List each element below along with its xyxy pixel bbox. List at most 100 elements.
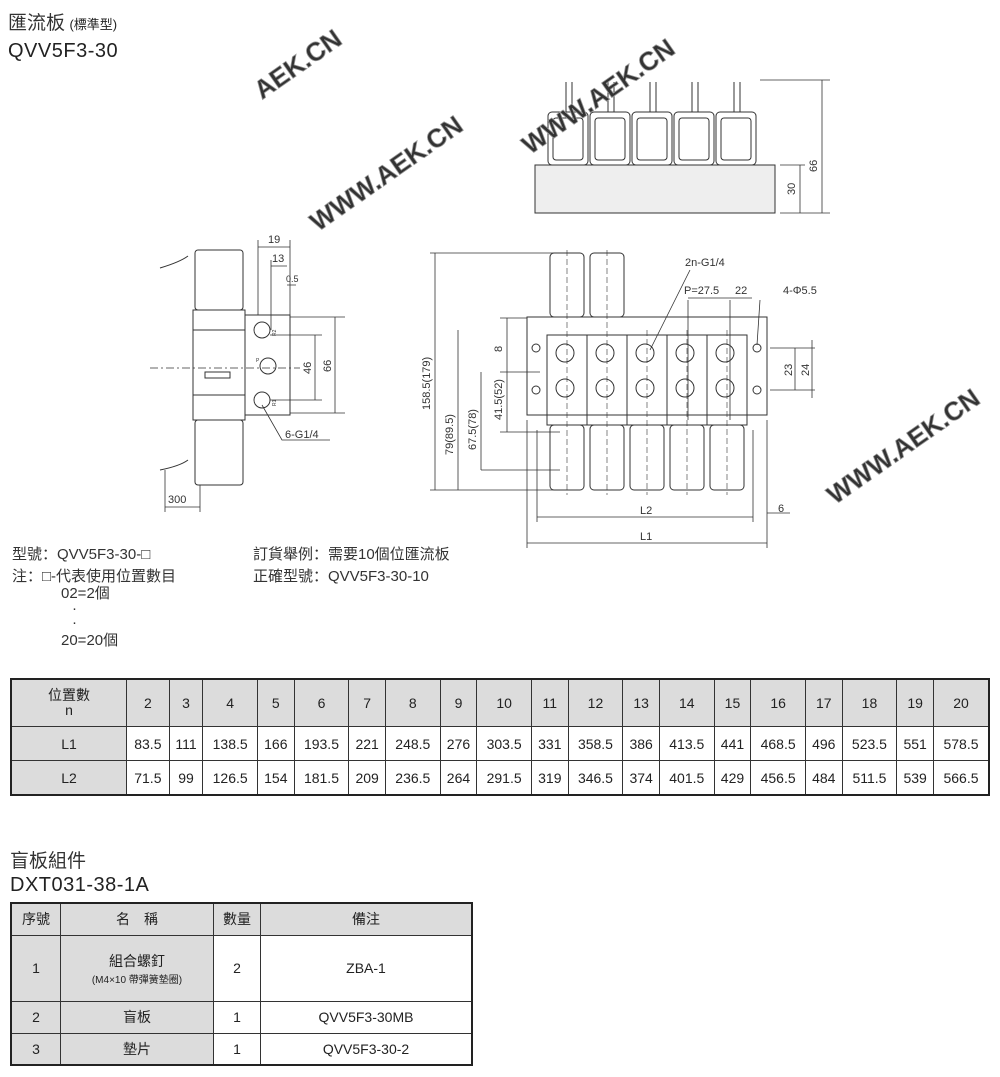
dim-L1: L1 — [640, 531, 652, 543]
n-cell: 5 — [256, 678, 295, 727]
correct-model: 正確型號：QVV5F3-30-10 — [253, 568, 429, 585]
value-cell: 193.5 — [293, 726, 350, 761]
table-header-row: 位置數 n 2 3 4 5 6 7 8 9 10 11 12 13 14 15 … — [10, 678, 990, 727]
order-example: 訂貨舉例：需要10個位匯流板 — [253, 546, 450, 563]
n-cell: 15 — [713, 678, 752, 727]
value-cell: 71.5 — [126, 760, 170, 796]
watermark: WWW.AEK.CN — [821, 383, 985, 510]
dim-6: 6 — [778, 503, 784, 515]
value-cell: 468.5 — [750, 726, 806, 761]
n-cell: 19 — [896, 678, 935, 727]
n-cell: 9 — [439, 678, 478, 727]
range-end: 20=20個 — [61, 632, 119, 649]
parts-header-row: 序號 名 稱 數量 備注 — [10, 902, 473, 936]
row-label: L1 — [10, 726, 127, 761]
value-cell: 413.5 — [659, 726, 715, 761]
n-cell: 20 — [933, 678, 990, 727]
top-dim-30: 30 — [786, 183, 798, 195]
side-dim-300: 300 — [168, 494, 186, 506]
n-cell: 16 — [750, 678, 806, 727]
value-cell: 346.5 — [567, 760, 624, 796]
front-view: 2n-G1/4 P=27.5 22 4-Φ5.5 158.5(179) 79(8… — [421, 250, 817, 548]
dim-L2: L2 — [640, 505, 652, 517]
technical-drawing: 30 66 19 13 0.5 46 66 6-G1/4 300 R2 P R1 — [150, 23, 986, 548]
value-cell: 83.5 — [126, 726, 170, 761]
part-no: 3 — [10, 1032, 61, 1066]
n-cell: 10 — [476, 678, 532, 727]
part-name: 組合螺釘 (M4×10 帶彈簧墊圈) — [60, 934, 214, 1002]
dim-41-5: 41.5(52) — [493, 379, 505, 420]
col-qty: 數量 — [213, 902, 261, 936]
value-cell: 551 — [896, 726, 935, 761]
n-cell: 17 — [804, 678, 843, 727]
top-valves — [547, 82, 757, 166]
value-cell: 248.5 — [385, 726, 441, 761]
part-remark: ZBA-1 — [260, 934, 473, 1002]
part-no: 1 — [10, 934, 61, 1002]
side-dim-46: 46 — [302, 362, 314, 374]
parts-row: 1 組合螺釘 (M4×10 帶彈簧墊圈) 2 ZBA-1 — [10, 934, 473, 1002]
part-no: 2 — [10, 1000, 61, 1034]
side-dim-0-5: 0.5 — [286, 274, 299, 284]
value-cell: 566.5 — [933, 760, 990, 796]
n-cell: 4 — [202, 678, 258, 727]
side-view: 19 13 0.5 46 66 6-G1/4 300 R2 P R1 — [150, 234, 345, 512]
value-cell: 319 — [530, 760, 569, 796]
value-cell: 303.5 — [476, 726, 532, 761]
part-remark: QVV5F3-30-2 — [260, 1032, 473, 1066]
dim-79: 79(89.5) — [444, 414, 456, 455]
col-remark: 備注 — [260, 902, 473, 936]
range-dot: · — [72, 614, 77, 631]
value-cell: 429 — [713, 760, 752, 796]
watermark: AEK.CN — [248, 23, 347, 105]
n-cell: 7 — [348, 678, 387, 727]
dim-67-5: 67.5(78) — [467, 409, 479, 450]
value-cell: 264 — [439, 760, 478, 796]
part-name-sub: (M4×10 帶彈簧墊圈) — [91, 974, 183, 986]
port-label-2n: 2n-G1/4 — [685, 257, 725, 269]
dim-23: 23 — [783, 364, 795, 376]
col-no: 序號 — [10, 902, 61, 936]
parts-table: 序號 名 稱 數量 備注 1 組合螺釘 (M4×10 帶彈簧墊圈) 2 ZBA-… — [10, 902, 473, 1066]
value-cell: 236.5 — [385, 760, 441, 796]
value-cell: 496 — [804, 726, 843, 761]
value-cell: 401.5 — [659, 760, 715, 796]
dim-8: 8 — [493, 346, 505, 352]
port-r2-label: R2 — [272, 329, 278, 336]
n-cell: 12 — [567, 678, 624, 727]
page-title: 匯流板 — [8, 13, 66, 34]
blank-plate-model: DXT031-38-1A — [10, 874, 150, 896]
n-cell: 8 — [385, 678, 441, 727]
part-name-text: 組合螺釘 — [109, 952, 165, 969]
range-start: 02=2個 — [61, 585, 110, 602]
part-name: 盲板 — [60, 1000, 214, 1034]
value-cell: 578.5 — [933, 726, 990, 761]
value-cell: 523.5 — [841, 726, 898, 761]
value-cell: 126.5 — [202, 760, 258, 796]
side-dim-66: 66 — [322, 360, 334, 372]
model-format: 型號：QVV5F3-30-□ — [12, 546, 151, 563]
n-cell: 13 — [622, 678, 661, 727]
manifold-base — [534, 164, 776, 214]
dimension-table: 位置數 n 2 3 4 5 6 7 8 9 10 11 12 13 14 15 … — [10, 678, 990, 796]
note-line: 注：□-代表使用位置數目 — [12, 568, 177, 585]
value-cell: 291.5 — [476, 760, 532, 796]
part-remark: QVV5F3-30MB — [260, 1000, 473, 1034]
header-label: 位置數 — [48, 687, 90, 703]
page-subtitle: (標準型) — [69, 17, 118, 32]
value-cell: 154 — [256, 760, 295, 796]
side-port-label: 6-G1/4 — [285, 429, 319, 441]
side-dim-13: 13 — [272, 253, 284, 265]
col-name: 名 稱 — [60, 902, 214, 936]
blank-plate-title: 盲板組件 — [10, 851, 87, 872]
top-dim-66: 66 — [808, 160, 820, 172]
value-cell: 111 — [168, 726, 204, 761]
value-cell: 181.5 — [293, 760, 350, 796]
port-circles — [531, 343, 762, 398]
pitch-label: P=27.5 — [684, 285, 719, 297]
value-cell: 209 — [348, 760, 387, 796]
dim-158-5: 158.5(179) — [421, 357, 433, 410]
model-number: QVV5F3-30 — [8, 40, 119, 62]
value-cell: 221 — [348, 726, 387, 761]
